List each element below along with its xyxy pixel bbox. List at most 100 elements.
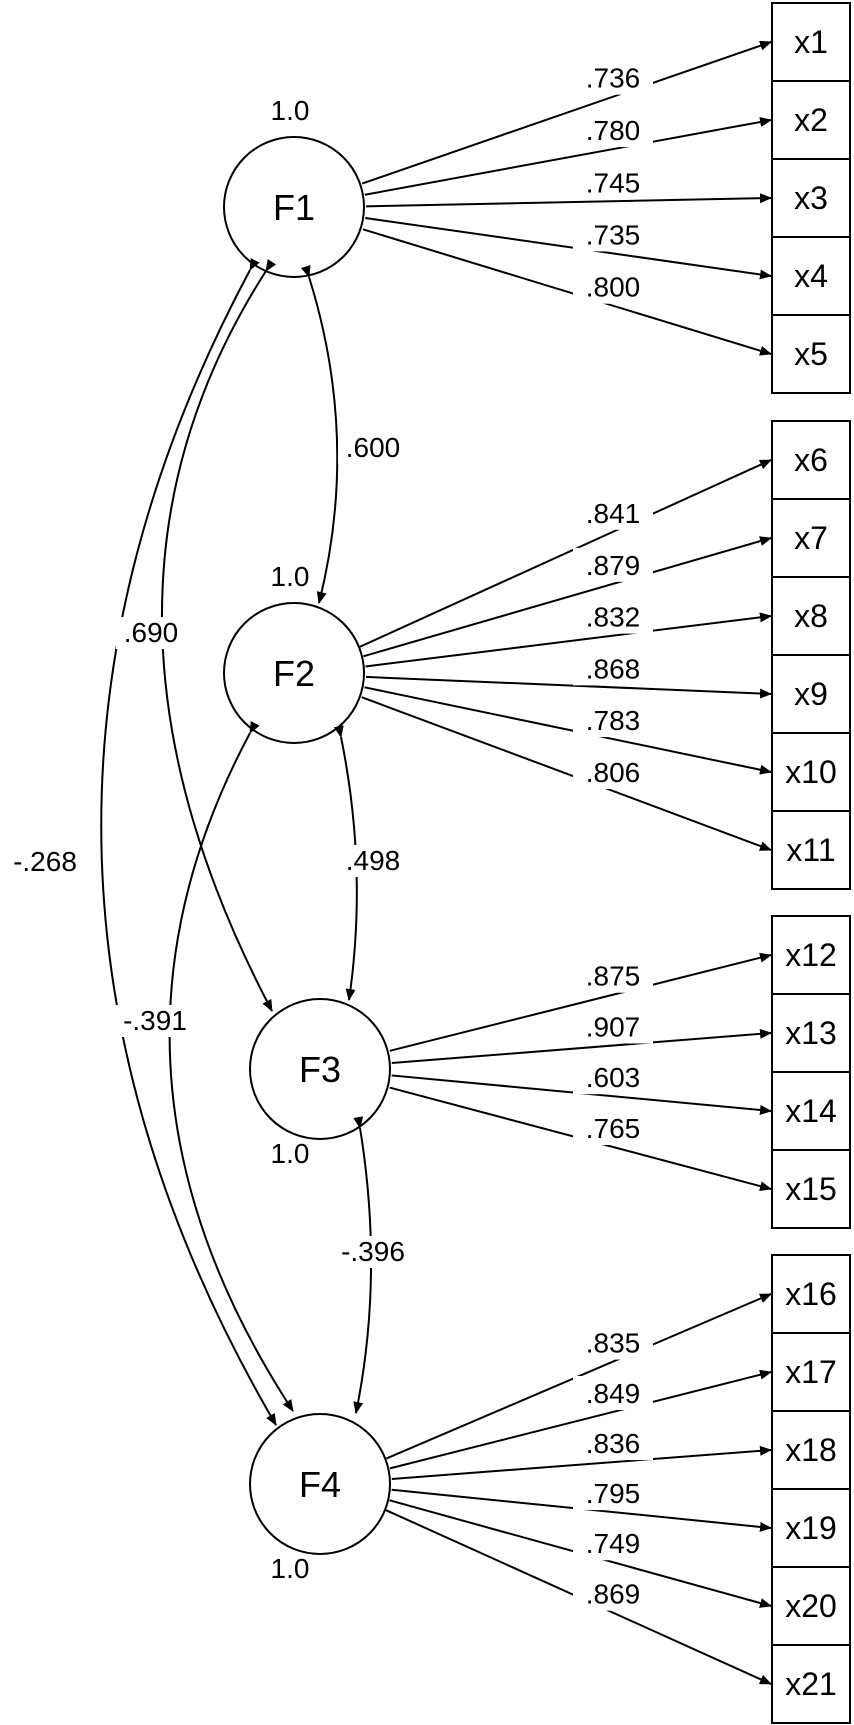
loading-arrow-x7 xyxy=(363,536,772,658)
indicator-box-x14 xyxy=(771,1071,851,1151)
indicator-box-x5 xyxy=(771,314,851,394)
indicator-box-x4 xyxy=(771,236,851,316)
corr-f2-f3-label-bg xyxy=(338,845,408,877)
indicator-label-x1: x1 xyxy=(794,24,828,60)
loading-value-x16: .835 xyxy=(586,1328,641,1359)
loading-label-bg-x14 xyxy=(573,1060,653,1095)
indicator-label-x21: x21 xyxy=(785,1666,837,1702)
indicator-label-x3: x3 xyxy=(794,180,828,216)
loading-value-x2: .780 xyxy=(586,115,641,146)
indicator-box-x6 xyxy=(771,420,851,500)
loading-value-x6: .841 xyxy=(586,498,641,529)
loading-label-bg-x20 xyxy=(573,1526,653,1561)
indicator-label-x2: x2 xyxy=(794,102,828,138)
indicator-box-x1 xyxy=(771,2,851,82)
indicator-label-x11: x11 xyxy=(786,832,835,868)
loading-label-bg-x7 xyxy=(573,547,653,582)
indicator-box-x20 xyxy=(771,1566,851,1646)
loading-label-bg-x9 xyxy=(573,651,653,686)
loading-arrow-x10 xyxy=(364,686,772,775)
factor-f3-label: F3 xyxy=(299,1049,341,1090)
indicator-label-x19: x19 xyxy=(785,1510,837,1546)
loading-label-bg-x18 xyxy=(573,1426,653,1461)
indicator-label-x8: x8 xyxy=(794,598,828,634)
loading-arrow-x1 xyxy=(361,40,772,185)
indicator-label-x5: x5 xyxy=(794,336,828,372)
loading-label-bg-x11 xyxy=(573,755,653,790)
loading-label-bg-x12 xyxy=(573,958,653,993)
corr-f3-f4-label: -.396 xyxy=(341,1236,405,1267)
loading-value-x3: .745 xyxy=(586,167,641,198)
loading-value-x11: .806 xyxy=(586,757,641,788)
loading-value-x1: .736 xyxy=(586,63,641,94)
indicator-label-x7: x7 xyxy=(794,520,828,556)
loading-arrow-x9 xyxy=(365,675,772,699)
indicator-box-x3 xyxy=(771,158,851,238)
loading-value-x13: .907 xyxy=(586,1012,641,1043)
indicator-box-x11 xyxy=(771,810,851,890)
indicator-box-x16 xyxy=(771,1254,851,1334)
loading-value-x9: .868 xyxy=(586,653,641,684)
corr-f3-f4-label-bg xyxy=(330,1236,416,1268)
indicator-label-x6: x6 xyxy=(794,442,828,478)
corr-f1-f3-label: .690 xyxy=(124,617,179,648)
factor-f1 xyxy=(223,136,365,278)
loading-value-x20: .749 xyxy=(586,1528,641,1559)
loading-label-bg-x15 xyxy=(573,1110,653,1145)
indicator-box-x19 xyxy=(771,1488,851,1568)
factor-f1-label: F1 xyxy=(273,187,315,228)
loading-label-bg-x4 xyxy=(573,217,653,252)
indicators-layer: x1 .736 x2 .780 x3 .745 x4 .735 x5 .800 x6 .841 x7 .8… xyxy=(359,2,851,1724)
loading-label-bg-x3 xyxy=(573,165,653,200)
indicator-box-x8 xyxy=(771,576,851,656)
indicator-label-x10: x10 xyxy=(785,754,837,790)
loading-value-x4: .735 xyxy=(586,219,641,250)
indicator-label-x13: x13 xyxy=(785,1015,837,1051)
loading-label-bg-x1 xyxy=(573,60,653,95)
indicator-label-x20: x20 xyxy=(785,1588,837,1624)
indicator-label-x14: x14 xyxy=(785,1093,837,1129)
loading-arrow-x17 xyxy=(389,1369,772,1470)
loading-label-bg-x6 xyxy=(573,495,653,530)
loading-arrow-x13 xyxy=(391,1028,772,1065)
corr-f1-f4-arc xyxy=(100,257,277,1426)
indicator-box-x9 xyxy=(771,654,851,734)
loading-arrow-x2 xyxy=(364,117,772,196)
loading-value-x7: .879 xyxy=(586,550,641,581)
loading-label-bg-x10 xyxy=(573,703,653,738)
loading-label-bg-x19 xyxy=(573,1476,653,1511)
loading-label-bg-x17 xyxy=(573,1375,653,1410)
loading-value-x17: .849 xyxy=(586,1378,641,1409)
indicator-box-x17 xyxy=(771,1332,851,1412)
factor-f4 xyxy=(249,1413,391,1555)
corr-f2-f3-label: .498 xyxy=(346,845,401,876)
factor-f1-variance: 1.0 xyxy=(271,95,310,126)
corr-f1-f2-label: .600 xyxy=(346,432,401,463)
corr-f1-f4-label-bg xyxy=(2,846,88,878)
loading-value-x18: .836 xyxy=(586,1428,641,1459)
indicator-label-x17: x17 xyxy=(785,1354,837,1390)
indicator-label-x9: x9 xyxy=(794,676,828,712)
indicator-label-x16: x16 xyxy=(785,1276,837,1312)
corr-f1-f4-label: -.268 xyxy=(13,846,77,877)
corr-f1-f2-label-bg xyxy=(338,432,408,464)
indicator-box-x21 xyxy=(771,1644,851,1724)
loading-value-x8: .832 xyxy=(586,602,641,633)
loading-arrow-x11 xyxy=(361,696,772,851)
indicator-label-x4: x4 xyxy=(794,258,828,294)
loading-label-bg-x13 xyxy=(573,1009,653,1044)
loading-label-bg-x21 xyxy=(573,1576,653,1611)
loading-label-bg-x8 xyxy=(573,599,653,634)
indicator-label-x18: x18 xyxy=(785,1432,837,1468)
corr-f2-f4-label: -.391 xyxy=(123,1005,187,1036)
loading-label-bg-x5 xyxy=(573,269,653,304)
factor-f3-variance: 1.0 xyxy=(271,1138,310,1169)
loading-value-x10: .783 xyxy=(586,705,641,736)
factor-f2-variance: 1.0 xyxy=(271,561,310,592)
indicator-box-x18 xyxy=(771,1410,851,1490)
indicator-label-x15: x15 xyxy=(785,1171,837,1207)
corr-f3-f4-arc xyxy=(353,1116,373,1414)
loading-value-x5: .800 xyxy=(586,272,641,303)
loading-value-x19: .795 xyxy=(586,1478,641,1509)
